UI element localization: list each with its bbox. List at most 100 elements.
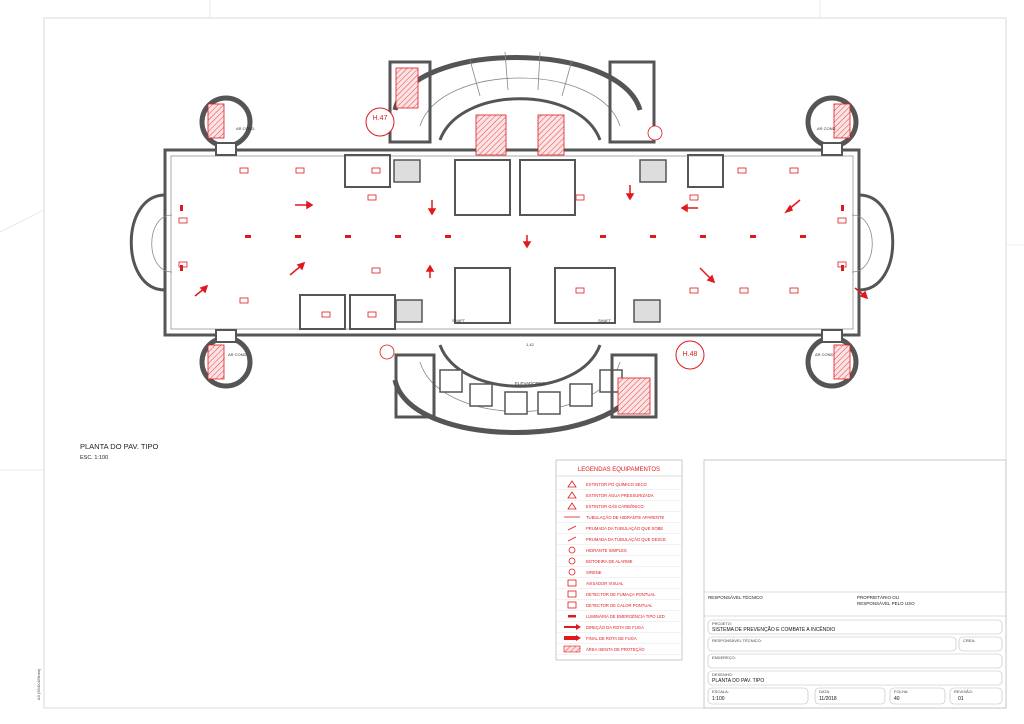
legend-row: BOTOEIRA DE ALARME [556,557,682,567]
legend-row: AVISADOR VISUAL [556,579,682,589]
legend-row: SIRENE [556,568,682,578]
legend-symbol-icon [567,491,577,499]
projeto-label: PROJETO: [712,621,732,626]
legend: LEGENDAS EQUIPAMENTOS EXTINTOR PÓ QUÍMIC… [555,459,683,661]
legend-label: TUBULAÇÃO DE HIDRANTE APARENTE [586,515,665,520]
tower-top-left [199,95,253,156]
legend-symbol-icon [567,601,577,609]
legend-label: PRUMADA DA TUBULAÇÃO QUE SOBE [586,526,663,531]
legend-row: DIREÇÃO DA ROTA DE FUGA [556,624,682,633]
legend-symbol-icon [564,635,581,641]
legend-label: PRUMADA DA TUBULAÇÃO QUE DESCE [586,537,666,542]
proprietario-heading: PROPRIETÁRIO OU RESPONSÁVEL PELO USO [857,594,915,606]
legend-label: DETECTOR DE CALOR PONTUAL [586,603,653,608]
emergency-lights [180,205,844,271]
legend-label: EXTINTOR GÁS CARBÔNICO [586,504,644,509]
responsavel-tecnico-heading: RESPONSÁVEL TÉCNICO [708,594,763,600]
tower-bottom-right [805,329,859,389]
legend-row: PRUMADA DA TUBULAÇÃO QUE SOBE [556,525,682,534]
right-apse [858,193,895,292]
resp-tecnico-label: RESPONSÁVEL TÉCNICO: [712,638,762,643]
legend-row: HIDRANTE SIMPLES [556,546,682,556]
legend-symbol-icon [567,579,577,587]
legend-row: DETECTOR DE CALOR PONTUAL [556,601,682,611]
level-label: 1,42 [526,342,535,347]
legend-label: HIDRANTE SIMPLES [586,548,627,553]
drawing-scale: ESC. 1:100 [80,455,108,461]
left-apse [129,193,166,292]
legend-symbol-icon [564,624,581,630]
legend-label: AVISADOR VISUAL [586,581,624,586]
legend-label: FINAL DE ROTA DE FUGA [586,636,637,641]
endereco-label: ENDEREÇO: [712,655,736,660]
legend-row: TUBULAÇÃO DE HIDRANTE APARENTE [556,515,682,523]
legend-label: LUMINÁRIA DE EMERGÊNCIA TIPO LED [586,614,665,619]
folha-value: 40 [894,696,900,702]
data-label: DATA: [819,689,830,694]
legend-label: DIREÇÃO DA ROTA DE FUGA [586,625,644,630]
shaft-label-right: SHAFT [598,318,612,323]
ar-cond-label: AR COND. [817,126,837,131]
escala-value: 1:100 [712,696,725,702]
desenho-label: DESENHO: [712,672,733,677]
legend-symbol-icon [567,590,577,598]
legend-row: EXTINTOR PÓ QUÍMICO SECO [556,480,682,490]
ar-cond-label: AR COND. [815,352,835,357]
hydrant-h48: H.48 [675,340,705,370]
legend-symbol-icon [568,568,576,576]
drawing-title: PLANTA DO PAV. TIPO [80,442,159,451]
legend-symbol-icon [568,546,576,554]
elevators-label: ELEVADORES [515,381,545,386]
bottom-rotunda [392,344,658,435]
legend-label: DETECTOR DE FUMAÇA PONTUAL [586,592,656,597]
legend-symbol-icon [567,480,577,488]
desenho-value: PLANTA DO PAV. TIPO [712,678,764,684]
escala-label: ESCALA: [712,689,729,694]
legend-row: EXTINTOR ÁGUA PRESSURIZADA [556,491,682,501]
legend-label: EXTINTOR ÁGUA PRESSURIZADA [586,493,654,498]
legend-row: PRUMADA DA TUBULAÇÃO QUE DESCE [556,536,682,545]
top-rotunda [388,51,656,156]
ar-cond-label: AR COND. [236,126,256,131]
legend-row: EXTINTOR GÁS CARBÔNICO [556,502,682,512]
sheet-border [43,17,1007,709]
legend-symbol-icon [567,502,577,510]
projeto-value: SISTEMA DE PREVENÇÃO E COMBATE A INCÊNDI… [712,625,835,633]
legend-row: DETECTOR DE FUMAÇA PONTUAL [556,590,682,600]
ar-cond-label: AR COND. [228,352,248,357]
legend-symbol-icon [563,645,581,653]
legend-symbol-icon [568,615,576,618]
folha-label: FOLHA: [894,689,908,694]
main-hall-wall [163,148,861,337]
legend-label: BOTOEIRA DE ALARME [586,559,633,564]
hydrant-h47-label: H.47 [373,115,388,122]
escape-route-arrows [194,185,869,300]
revisao-value: 01 [958,696,964,702]
smoke-detectors [178,167,847,318]
legend-row: LUMINÁRIA DE EMERGÊNCIA TIPO LED [556,614,682,622]
visual-alarm-icon [647,125,663,141]
visual-alarm-icon [379,344,395,360]
hydrant-h47: H.47 [365,107,395,137]
side-stamp: A3 (594X420mm) [36,668,41,700]
legend-label: ÁREA ISENTA DE PROTEÇÃO [586,647,645,652]
tower-top-right [805,95,859,156]
legend-label: SIRENE [586,570,602,575]
tower-bottom-left [199,329,253,389]
legend-symbol-icon [568,557,576,565]
legend-row: ÁREA ISENTA DE PROTEÇÃO [556,645,682,655]
revisao-label: REVISÃO: [954,689,973,694]
floor-plan: H.47 H.48 ELEVADORES SHAFT SHAFT 1,42 AR… [129,51,895,435]
data-value: 11/2018 [819,696,837,702]
legend-row: FINAL DE ROTA DE FUGA [556,635,682,644]
legend-symbol-icon [567,525,577,531]
hydrant-h48-label: H.48 [683,351,698,358]
crea-label: CREA: [963,638,975,643]
legend-symbol-icon [567,536,577,542]
legend-title: LEGENDAS EQUIPAMENTOS [578,467,660,473]
shaft-label-left: SHAFT [452,318,466,323]
legend-label: EXTINTOR PÓ QUÍMICO SECO [586,482,648,487]
interior-walls [299,154,724,330]
title-block: RESPONSÁVEL TÉCNICO PROPRIETÁRIO OU RESP… [703,459,1007,709]
